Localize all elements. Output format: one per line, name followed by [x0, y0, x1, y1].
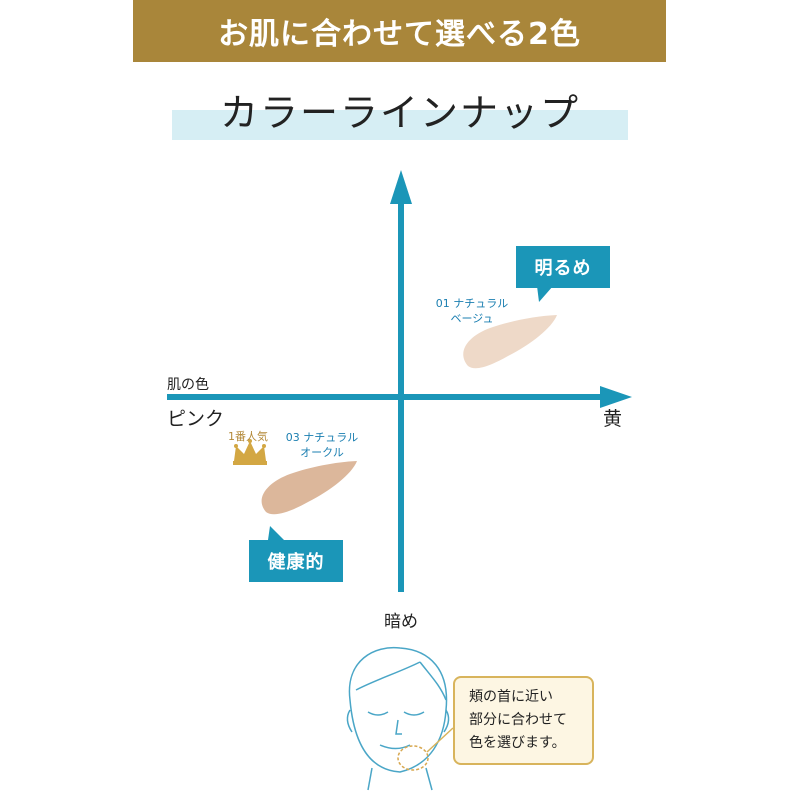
callout-healthy-pointer	[268, 526, 284, 540]
swatch-01-natural-beige	[463, 315, 557, 369]
header-banner: お肌に合わせて選べる2色	[133, 0, 666, 62]
title-underline-strip	[172, 110, 628, 140]
cheek-indicator-circle	[397, 745, 429, 771]
header-title: お肌に合わせて選べる2色	[218, 17, 581, 52]
product-01-name-line1: 01 ナチュラル	[435, 297, 509, 310]
swatch-03-natural-ochre	[261, 461, 357, 515]
advice-line-3: 色を選びます。	[469, 735, 566, 751]
advice-box: 頬の首に近い 部分に合わせて 色を選びます。	[453, 676, 594, 765]
product-03-label: 03 ナチュラル オークル	[266, 430, 378, 460]
callout-bright: 明るめ	[516, 246, 610, 288]
most-popular-label: 1番人気	[228, 430, 268, 443]
callout-healthy: 健康的	[249, 540, 343, 582]
advice-line-1: 頬の首に近い	[469, 689, 553, 705]
advice-line-2: 部分に合わせて	[469, 712, 567, 728]
axis-pink-label: ピンク	[167, 408, 225, 430]
product-03-name-line1: 03 ナチュラル	[285, 431, 359, 444]
crown-icon	[233, 439, 267, 465]
right-arrow-icon	[600, 386, 632, 408]
axis-yellow-label: 黄	[603, 408, 623, 430]
cheek-pointer-line	[426, 727, 454, 753]
axis-dark-label: 暗め	[384, 612, 418, 632]
product-03-name-line2: オークル	[300, 446, 344, 459]
product-01-label: 01 ナチュラル ベージュ	[424, 296, 520, 326]
axis-skin-color-label: 肌の色	[167, 377, 209, 393]
face-illustration-icon	[346, 646, 450, 791]
page-title: カラーラインナップ	[219, 91, 580, 135]
callout-bright-pointer	[537, 286, 553, 302]
up-arrow-icon	[390, 170, 412, 204]
product-01-name-line2: ベージュ	[450, 312, 494, 325]
